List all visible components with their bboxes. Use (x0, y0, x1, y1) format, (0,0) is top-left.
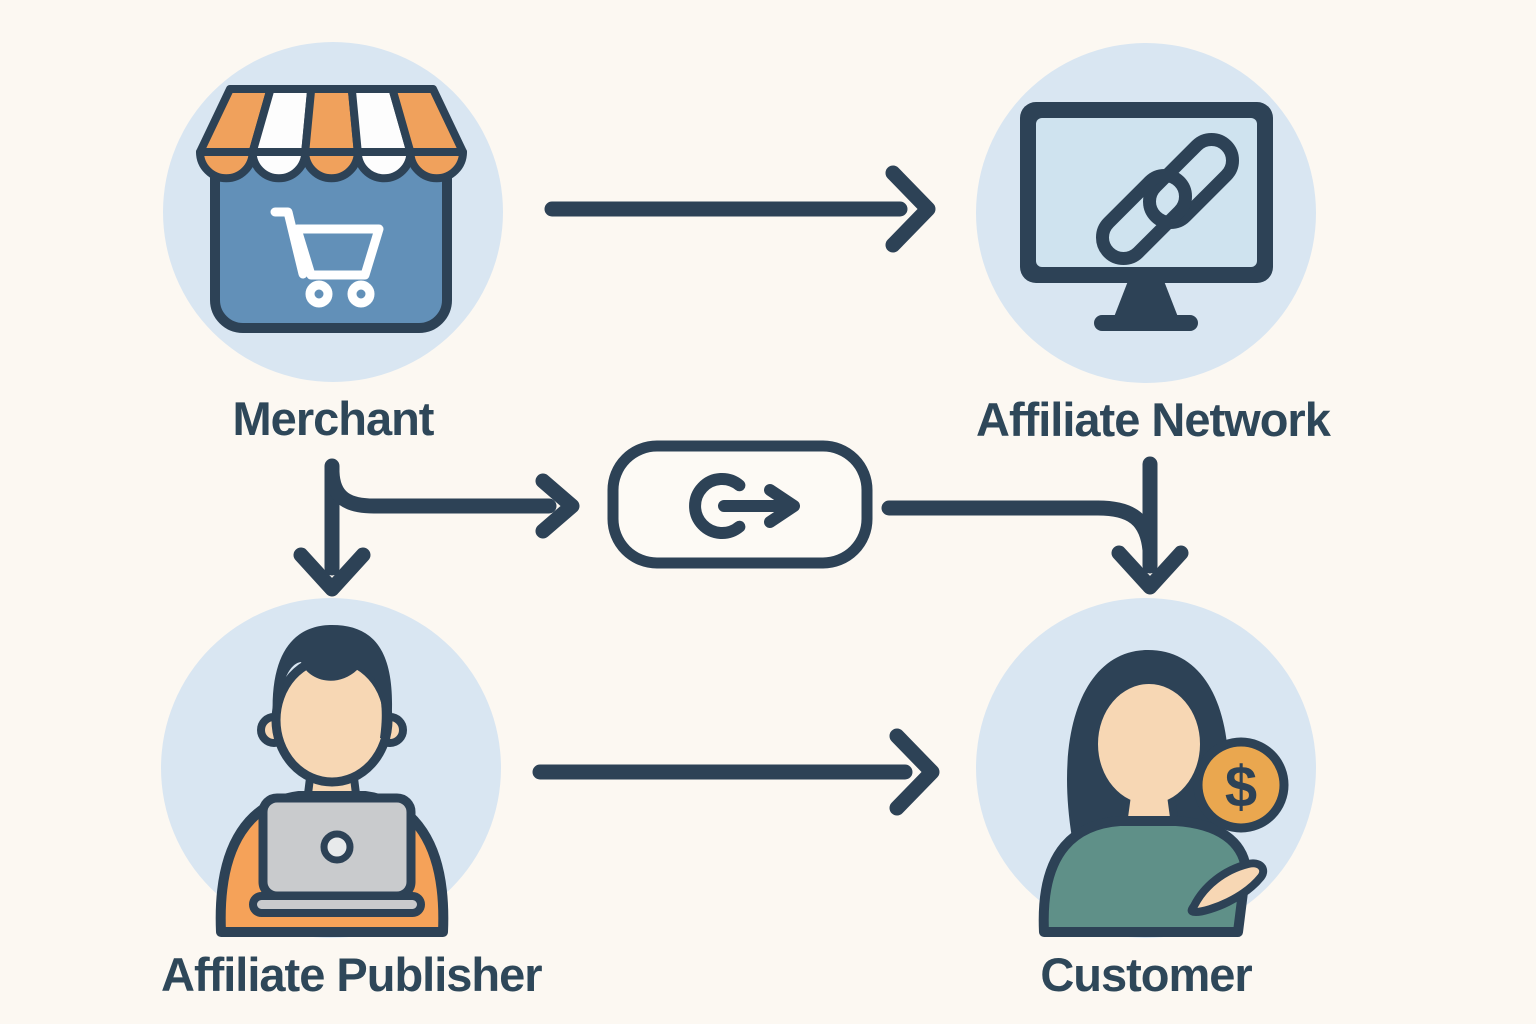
node-label: Affiliate Publisher (161, 948, 543, 1001)
coin-icon (1193, 737, 1289, 833)
awning-stripes (196, 85, 467, 156)
node-merchant: Merchant (163, 42, 503, 442)
dollar-sign: $ (1225, 755, 1257, 820)
node-circle (976, 43, 1316, 383)
laptop-base (249, 892, 425, 917)
arrow-publisher-to-customer (532, 728, 940, 816)
arrow-merchant-to-link-chip (324, 464, 580, 539)
node-circle (161, 598, 501, 938)
monitor-link-icon (1020, 102, 1273, 331)
hair (272, 625, 393, 738)
hand (1187, 859, 1268, 916)
node-label: Merchant (232, 392, 435, 445)
chain-link-icon (1095, 132, 1240, 266)
store-body (210, 143, 452, 333)
link-out-icon (689, 473, 800, 539)
node-circle (163, 42, 503, 382)
laptop-logo (320, 830, 354, 864)
person-laptop-icon (215, 625, 449, 937)
node-customer: $ Customer (976, 598, 1316, 998)
awning-scallops (196, 148, 467, 183)
tracking-link-chip (607, 440, 873, 569)
person-coin-icon: $ (1038, 650, 1289, 937)
arrow-link-chip-to-customer (881, 500, 1158, 558)
face (1098, 684, 1200, 804)
arrow-merchant-to-network (544, 165, 936, 253)
node-label: Affiliate Network (976, 393, 1331, 446)
node-label: Customer (1040, 948, 1252, 1001)
monitor-stand (1114, 281, 1178, 317)
arrow-network-to-customer (1111, 456, 1189, 595)
shopping-cart-icon (270, 207, 384, 308)
storefront-icon (196, 85, 467, 333)
node-affiliate-network: Affiliate Network (976, 43, 1331, 446)
node-affiliate-publisher: Affiliate Publisher (161, 598, 543, 1001)
monitor-base (1094, 315, 1198, 331)
node-circle: $ (976, 598, 1316, 938)
